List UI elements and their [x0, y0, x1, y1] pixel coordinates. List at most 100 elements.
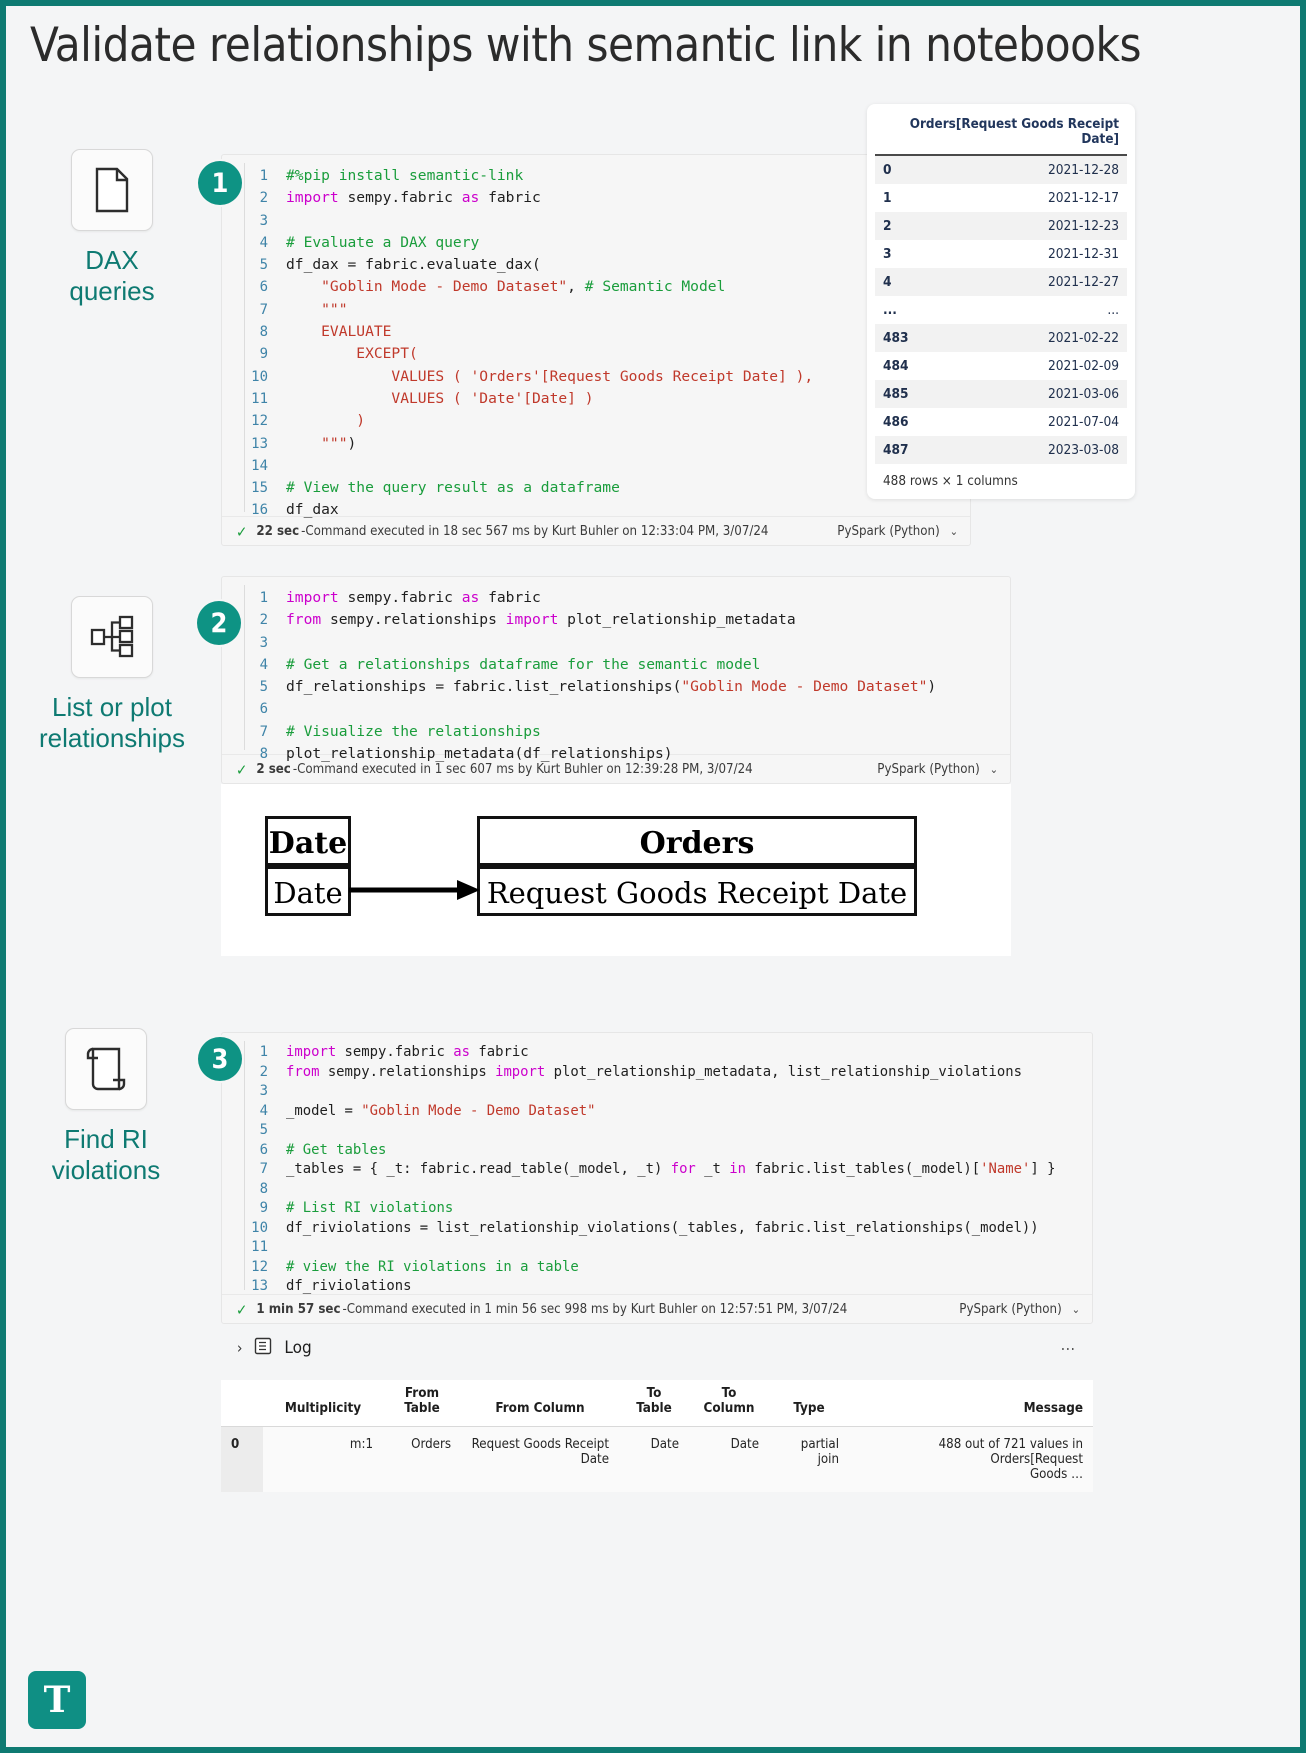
chevron-down-icon[interactable]: ⌄ [1071, 1303, 1080, 1316]
rail-label-dax-queries: DAX queries [69, 245, 155, 306]
chevron-down-icon[interactable]: ⌄ [989, 763, 998, 776]
violations-cell-multiplicity: m:1 [263, 1426, 383, 1492]
erd-relationship-arrow-icon [349, 880, 480, 900]
chevron-down-icon[interactable]: ⌄ [949, 525, 958, 538]
code-line: 6# Get tables [222, 1141, 1092, 1161]
dataframe-row-value: 2021-12-23 [935, 212, 1127, 240]
code-line-number: 9 [259, 1200, 268, 1216]
erd-date-table-header-box [265, 816, 351, 866]
code-line-number: 11 [251, 1239, 268, 1255]
code-line-number: 15 [251, 480, 268, 497]
code-line: 12# view the RI violations in a table [222, 1258, 1092, 1278]
dataframe-row-value: 2021-03-06 [935, 380, 1127, 408]
cell-2-kernel[interactable]: PySpark (Python) [877, 762, 980, 777]
code-line-number: 6 [259, 279, 268, 296]
table-row[interactable]: ...... [875, 296, 1127, 324]
table-row[interactable]: 486 2021-07-04 [875, 408, 1127, 436]
violations-header-type: Type [769, 1380, 849, 1427]
dataframe-row-index: 483 [875, 324, 935, 352]
rail-label-find-ri-violations: Find RI violations [51, 1124, 161, 1185]
code-line-number: 1 [259, 168, 268, 184]
violations-table: Multiplicity From Table From Column To T… [221, 1380, 1093, 1492]
code-line-number: 6 [259, 701, 268, 718]
violations-cell-to-table: Date [619, 1426, 689, 1492]
chevron-right-icon[interactable]: › [237, 1339, 243, 1357]
cell-2-duration: 2 sec [256, 762, 291, 777]
code-line-number: 1 [259, 590, 268, 606]
dataframe-row-index: 487 [875, 436, 935, 464]
log-label: Log [284, 1338, 312, 1358]
cell-3-duration: 1 min 57 sec [256, 1302, 341, 1317]
code-line-number: 2 [259, 1063, 268, 1080]
code-line: 7# Visualize the relationships [222, 721, 1010, 743]
dataframe-column-header: Orders[Request Goods Receipt Date] [875, 114, 1127, 156]
code-line: 14 [222, 455, 970, 477]
code-line-number: 10 [251, 368, 268, 385]
success-check-icon: ✓ [236, 522, 248, 541]
table-row[interactable]: 484 2021-02-09 [875, 352, 1127, 380]
dataframe-row-index: 486 [883, 414, 909, 430]
violations-header-message: Message [849, 1380, 1093, 1427]
violations-header-row: Multiplicity From Table From Column To T… [221, 1380, 1093, 1427]
relationship-plot-output: Date Date Orders Request Goods Receipt D… [221, 784, 1011, 956]
cell-3-exec-message: -Command executed in 1 min 56 sec 998 ms… [342, 1302, 848, 1317]
code-line-number: 4 [259, 1102, 268, 1119]
dataframe-row-index: 1 [883, 190, 892, 206]
scroll-icon [65, 1028, 147, 1110]
document-icon [71, 149, 153, 231]
step-badge-2: 2 [197, 601, 241, 645]
violations-cell-message: 488 out of 721 values in Orders[Request … [849, 1426, 1093, 1492]
violations-cell-type: partial join [769, 1426, 849, 1492]
code-line-number: 5 [259, 257, 268, 274]
dataframe-row-value: 2021-07-04 [1047, 414, 1119, 430]
table-row[interactable]: 0 m:1 Orders Request Goods Receipt Date … [221, 1426, 1093, 1492]
cell-1-kernel[interactable]: PySpark (Python) [837, 524, 940, 539]
erd-date-table-name: Date [268, 826, 348, 861]
violations-header-multiplicity: Multiplicity [263, 1380, 383, 1427]
dataframe-row-value: 2021-02-09 [1047, 358, 1119, 374]
brand-logo: T [28, 1671, 86, 1729]
log-toggle-row[interactable]: › Log ⋯ [221, 1326, 1093, 1370]
cell-2-status-bar: ✓ 2 sec -Command executed in 1 sec 607 m… [222, 754, 1010, 784]
success-check-icon: ✓ [236, 760, 248, 779]
cell-1-status-bar: ✓ 22 sec -Command executed in 18 sec 567… [222, 516, 970, 546]
log-more-options-icon[interactable]: ⋯ [1060, 1338, 1077, 1358]
dataframe-row-index: 484 [883, 358, 909, 374]
code-line: 1#%pip install semantic-link [222, 165, 970, 187]
code-line-number: 13 [251, 1278, 268, 1294]
cell-gutter-divider [244, 163, 245, 512]
dataframe-row-value: 2021-12-17 [1047, 190, 1119, 206]
step-badge-3: 3 [198, 1037, 242, 1081]
ri-violations-table[interactable]: Multiplicity From Table From Column To T… [221, 1380, 1093, 1492]
code-line: 8 EVALUATE [222, 321, 970, 343]
table-row[interactable]: 1 2021-12-17 [875, 184, 1127, 212]
code-line-number: 3 [259, 634, 268, 651]
code-line-number: 8 [259, 324, 268, 341]
cell-3-kernel[interactable]: PySpark (Python) [959, 1302, 1062, 1317]
code-line-number: 4 [259, 234, 268, 251]
code-line-number: 2 [259, 190, 268, 207]
code-line: 6 [222, 698, 1010, 720]
cell-gutter-divider [244, 585, 245, 750]
